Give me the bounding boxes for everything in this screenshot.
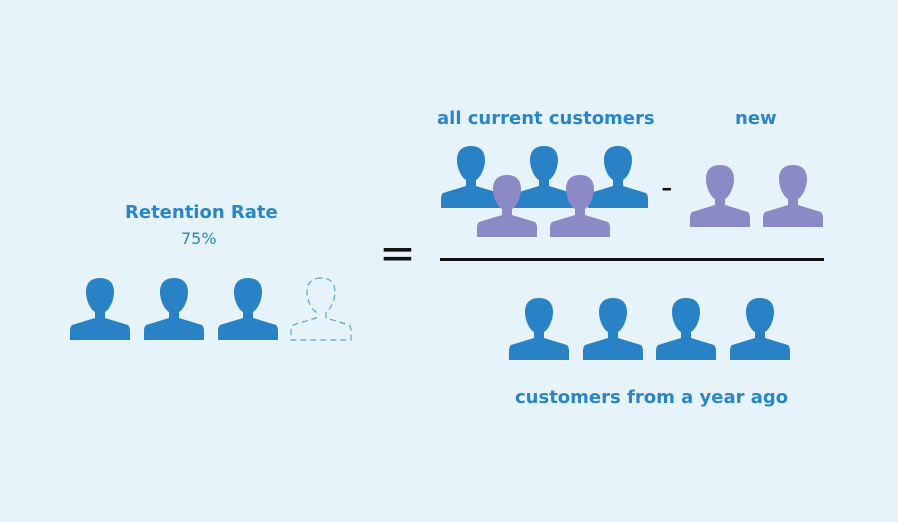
retained-customer-icon [70, 278, 130, 340]
year-ago-customer-icon [509, 298, 569, 360]
new-customers-label: new [735, 108, 777, 129]
retention-rate-value: 75% [181, 229, 217, 248]
all-current-customers-label: all current customers [437, 108, 655, 129]
current-customer-icon [588, 146, 648, 208]
year-ago-customer-icon [656, 298, 716, 360]
customers-from-a-year-ago-label: customers from a year ago [515, 387, 789, 408]
lost-customer-outline-icon [290, 277, 352, 341]
retained-customer-icon [144, 278, 204, 340]
retained-customer-icon [218, 278, 278, 340]
new-customer-icon [690, 165, 750, 227]
current-customer-icon [514, 146, 574, 208]
minus-sign: - [661, 168, 673, 206]
retention-rate-title: Retention Rate [125, 202, 278, 223]
equals-sign: = [379, 228, 416, 279]
fraction-bar [440, 258, 824, 261]
new-customer-icon [550, 175, 610, 237]
year-ago-customer-icon [730, 298, 790, 360]
current-customer-icon [441, 146, 501, 208]
new-customer-icon [477, 175, 537, 237]
new-customer-icon [763, 165, 823, 227]
year-ago-customer-icon [583, 298, 643, 360]
